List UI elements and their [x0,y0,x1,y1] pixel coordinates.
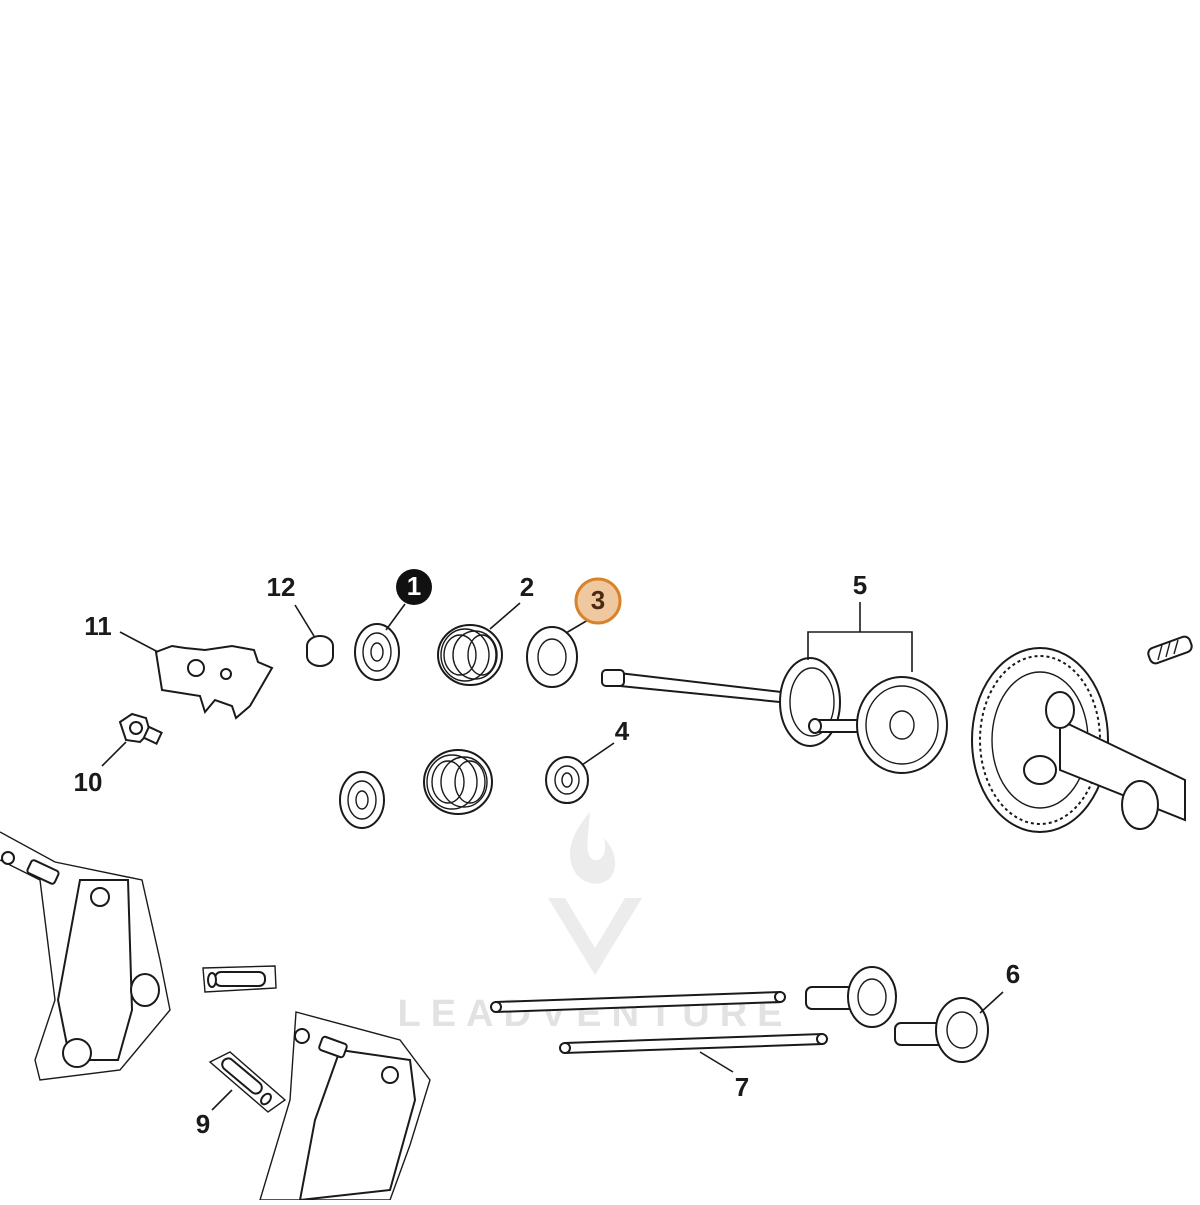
leader-4 [581,742,615,766]
callout-3-badge-highlighted[interactable]: 3 [574,577,622,625]
callout-11[interactable]: 11 [84,611,112,641]
callout-7[interactable]: 7 [735,1072,749,1102]
leader-12 [294,604,315,637]
part-2-spring-bottom[interactable] [423,749,493,815]
part-4-seal[interactable] [545,756,589,804]
callout-9[interactable]: 9 [196,1109,210,1139]
camshaft-gear[interactable] [971,647,1186,833]
callout-6[interactable]: 6 [1006,959,1020,989]
leader-11 [119,631,159,653]
callout-10[interactable]: 10 [74,767,103,797]
callout-12[interactable]: 12 [267,572,296,602]
leader-1 [385,603,406,631]
part-7-pushrods[interactable] [490,990,828,1055]
part-11-bracket[interactable] [154,644,274,720]
leader-10 [101,741,127,767]
pin-upper[interactable] [202,965,277,993]
part-9-pin[interactable] [208,1051,287,1113]
part-1-retainer-top[interactable] [354,623,400,681]
leader-lines [101,602,1004,1111]
leader-2 [489,602,521,630]
leader-3 [565,619,589,634]
callout-4[interactable]: 4 [615,716,630,746]
part-10-bolt[interactable] [118,712,163,745]
part-3-washer[interactable] [526,626,578,688]
leader-9 [211,1089,233,1111]
watermark-flame-logo [548,812,642,975]
callout-3: 3 [591,585,605,615]
part-6-tappets[interactable] [805,966,989,1063]
part-small-spring[interactable] [1147,635,1194,665]
callout-5[interactable]: 5 [853,570,867,600]
part-2-spring-top[interactable] [437,624,503,686]
part-12-cap[interactable] [306,635,334,667]
callout-1: 1 [407,571,421,601]
rocker-arm-right[interactable] [259,1011,431,1202]
callout-1-badge[interactable]: 1 [396,569,432,605]
part-1-retainer-bottom[interactable] [339,771,385,829]
part-5-valves[interactable] [601,602,948,774]
callouts: 11 10 12 1 2 3 4 5 6 7 9 [74,569,1020,1139]
leader-7 [699,1051,734,1073]
leader-6 [979,991,1004,1014]
callout-2[interactable]: 2 [520,572,534,602]
rocker-arm-left[interactable] [0,831,171,1081]
